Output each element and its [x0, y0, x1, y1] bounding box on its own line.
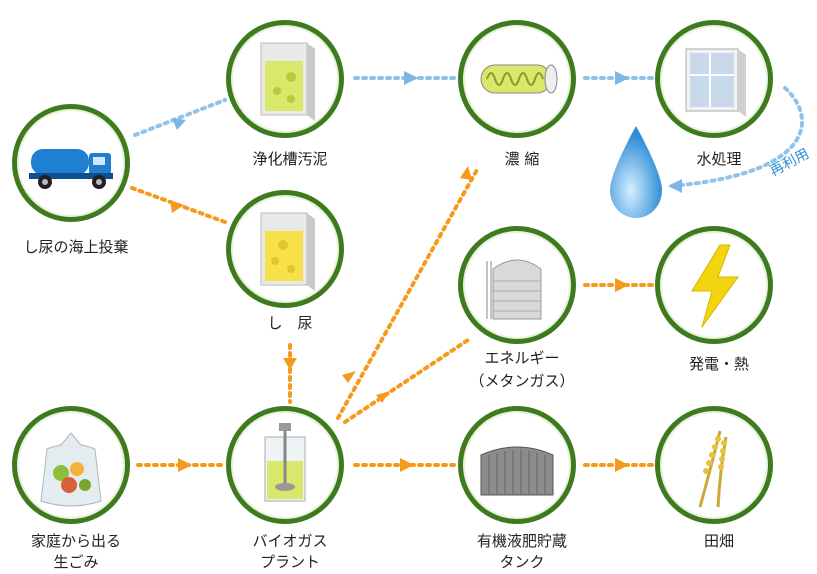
- storage-tank-icon: [480, 446, 554, 496]
- truck-label: し尿の海上投棄: [23, 238, 129, 256]
- energy-node: [458, 226, 576, 344]
- arrowhead: [170, 200, 184, 213]
- truck-node: [12, 104, 130, 222]
- power-node: [655, 226, 773, 344]
- water-drop-icon: [610, 126, 662, 218]
- flow-biogas-to-energy: [343, 338, 470, 424]
- water-treatment-icon: [685, 48, 746, 117]
- urine-label: し 尿: [267, 314, 313, 332]
- sludge-node: [226, 20, 344, 138]
- energy-label-line2: （メタンガス）: [469, 372, 575, 390]
- garbage-label-line2: 生ごみ: [53, 553, 99, 571]
- concentrate-node: [458, 20, 576, 138]
- field-label: 田畑: [703, 532, 735, 550]
- concentrate-label: 濃 縮: [504, 150, 540, 168]
- concentrator-icon: [480, 64, 558, 94]
- storage-node: [458, 406, 576, 524]
- arrowhead: [283, 358, 297, 370]
- arrowheads: [170, 166, 629, 472]
- arrowhead: [404, 71, 418, 85]
- urine-node: [226, 190, 344, 308]
- biogas-label-line2: プラント: [259, 553, 321, 571]
- arrowhead: [376, 391, 390, 403]
- arrowhead: [460, 166, 472, 180]
- gas-holder-icon: [486, 259, 542, 320]
- lightning-icon: [691, 244, 739, 328]
- garbage-bag-icon: [40, 432, 102, 507]
- arrowhead: [400, 458, 414, 472]
- arrowhead: [342, 371, 356, 383]
- water-node: [655, 20, 773, 138]
- biogas-node: [226, 406, 344, 524]
- arrowhead: [615, 278, 629, 292]
- garbage-node: [12, 406, 130, 524]
- flow-truck-to-sludge: [133, 98, 227, 137]
- arrowhead: [615, 458, 629, 472]
- arrowhead: [615, 71, 629, 85]
- power-label: 発電・熱: [688, 355, 750, 373]
- arrowhead: [172, 118, 186, 130]
- flow-biogas-to-concentrate: [336, 166, 480, 420]
- arrowheads-blue: [172, 71, 682, 193]
- biogas-label-line1: バイオガス: [252, 532, 328, 550]
- tank-truck-icon: [29, 149, 113, 189]
- arrowhead: [178, 458, 192, 472]
- garbage-label-line1: 家庭から出る: [30, 532, 122, 550]
- septic-tank-icon: [260, 42, 315, 121]
- storage-label-line1: 有機液肥貯蔵: [476, 532, 568, 550]
- arrowhead: [668, 179, 682, 193]
- biogas-plant-icon: [264, 423, 306, 502]
- flow-water-reuse: [668, 86, 805, 188]
- storage-label-line2: タンク: [499, 553, 545, 571]
- urine-tank-icon: [260, 212, 315, 291]
- rice-plant-icon: [698, 430, 728, 508]
- sludge-label: 浄化槽汚泥: [252, 150, 328, 168]
- field-node: [655, 406, 773, 524]
- energy-label-line1: エネルギー: [484, 349, 560, 367]
- water-label: 水処理: [696, 150, 742, 168]
